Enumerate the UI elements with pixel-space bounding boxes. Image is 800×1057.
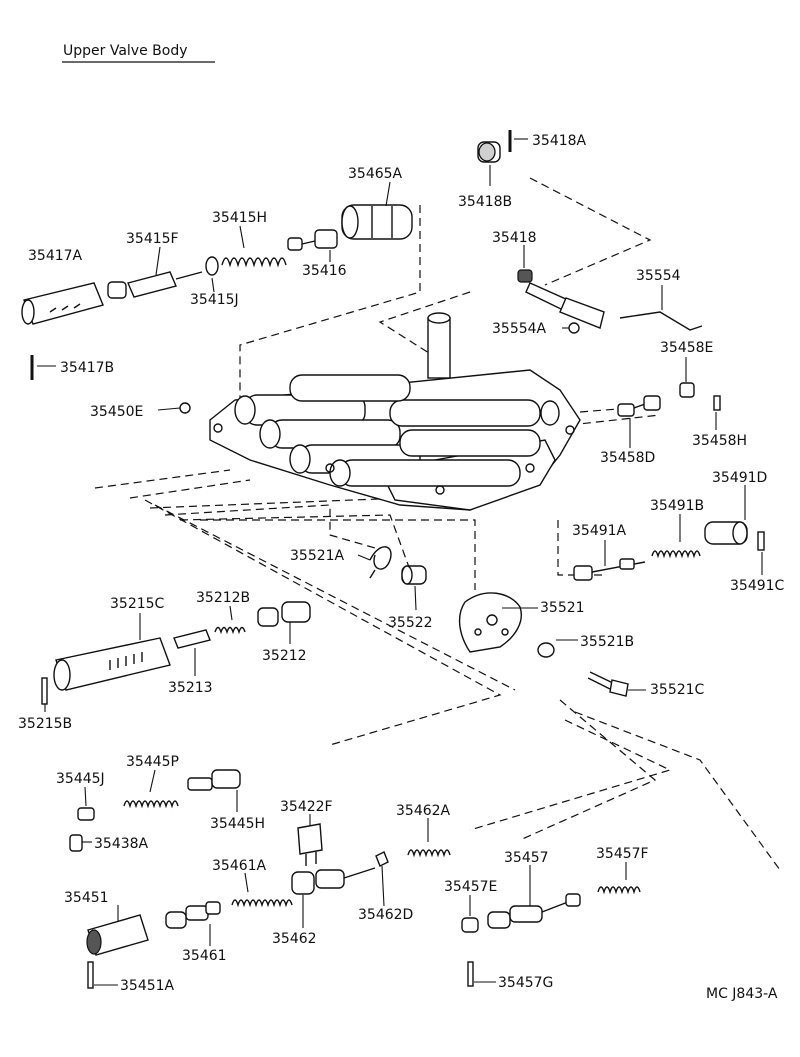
label-35521B: 35521B bbox=[580, 634, 634, 650]
label-35415H: 35415H bbox=[212, 210, 267, 226]
part-35491B-spring bbox=[651, 550, 701, 559]
part-35462-valve bbox=[315, 867, 376, 889]
label-35445J: 35445J bbox=[56, 771, 105, 787]
part-35457E-plug bbox=[461, 917, 479, 933]
part-35450E-ball bbox=[179, 402, 191, 414]
diagram-title: Upper Valve Body bbox=[63, 43, 188, 59]
label-35415J: 35415J bbox=[190, 292, 239, 308]
part-35462D-clip bbox=[375, 851, 389, 867]
part-35491A-valve bbox=[573, 558, 646, 581]
label-35462: 35462 bbox=[272, 931, 317, 947]
part-35458D-valve bbox=[617, 395, 661, 417]
label-35521C: 35521C bbox=[650, 682, 705, 698]
label-35491C: 35491C bbox=[730, 578, 785, 594]
part-35521-cam bbox=[458, 592, 522, 653]
label-35422F: 35422F bbox=[280, 799, 333, 815]
part-35451A-pin bbox=[87, 961, 94, 989]
part-35457-valve bbox=[487, 893, 581, 929]
label-35416: 35416 bbox=[302, 263, 347, 279]
part-35445P-spring bbox=[123, 800, 179, 809]
leader-lines bbox=[37, 138, 763, 986]
label-35461: 35461 bbox=[182, 948, 227, 964]
part-35438A-plug bbox=[69, 834, 83, 852]
part-35422F-clip bbox=[297, 823, 323, 866]
part-35491C-pin bbox=[757, 531, 765, 551]
part-35521B-washer bbox=[537, 642, 555, 658]
label-35450E: 35450E bbox=[90, 404, 143, 420]
part-35445J-plug bbox=[77, 807, 95, 821]
label-35215B: 35215B bbox=[18, 716, 72, 732]
part-35415J-washer bbox=[205, 256, 219, 276]
label-35438A: 35438A bbox=[94, 836, 149, 852]
label-35457F: 35457F bbox=[596, 846, 649, 862]
part-35521C-bolt bbox=[587, 671, 629, 697]
part-35462A-spring bbox=[407, 849, 451, 858]
label-35521A: 35521A bbox=[290, 548, 345, 564]
part-35416-valve bbox=[287, 229, 338, 251]
label-35458E: 35458E bbox=[660, 340, 713, 356]
part-35457F-spring bbox=[597, 886, 641, 895]
part-35415F-plug bbox=[107, 271, 203, 299]
label-35445P: 35445P bbox=[126, 754, 179, 770]
label-35521: 35521 bbox=[540, 600, 585, 616]
diagram-code: MC J843-A bbox=[706, 986, 778, 1002]
label-35522: 35522 bbox=[388, 615, 433, 631]
label-35461A: 35461A bbox=[212, 858, 267, 874]
part-35457G-pin bbox=[467, 961, 474, 987]
label-35417A: 35417A bbox=[28, 248, 83, 264]
label-35451: 35451 bbox=[64, 890, 109, 906]
part-35554-rod bbox=[619, 311, 703, 331]
label-35212B: 35212B bbox=[196, 590, 250, 606]
label-35418A: 35418A bbox=[532, 133, 587, 149]
part-35212-valve bbox=[257, 601, 311, 627]
upper-valve-body bbox=[209, 312, 581, 511]
label-35458H: 35458H bbox=[692, 433, 747, 449]
label-35458D: 35458D bbox=[600, 450, 655, 466]
label-35457E: 35457E bbox=[444, 879, 497, 895]
part-35521A-spring bbox=[369, 546, 392, 579]
part-35491D-plug bbox=[704, 521, 748, 545]
label-35451A: 35451A bbox=[120, 978, 175, 994]
part-35212B-spring bbox=[214, 626, 246, 635]
label-35491A: 35491A bbox=[572, 523, 627, 539]
part-35522-plug bbox=[401, 565, 427, 585]
part-35458E-plug bbox=[679, 382, 695, 398]
part-35462-plug bbox=[291, 871, 315, 895]
part-35415H-spring bbox=[221, 257, 287, 268]
label-35215C: 35215C bbox=[110, 596, 165, 612]
part-35215B-pin bbox=[41, 677, 48, 705]
label-35554: 35554 bbox=[636, 268, 681, 284]
label-35554A: 35554A bbox=[492, 321, 547, 337]
part-35465A-valve bbox=[341, 204, 413, 240]
label-35418: 35418 bbox=[492, 230, 537, 246]
part-35213-plug bbox=[173, 629, 211, 649]
part-35417A-sleeve bbox=[21, 282, 104, 325]
part-35215C-sleeve bbox=[53, 637, 171, 691]
part-35445H-valve bbox=[187, 769, 241, 791]
label-35417B: 35417B bbox=[60, 360, 114, 376]
part-labels: 35418A 35418B 35465A 35415H 35415F 35417… bbox=[18, 133, 785, 1002]
label-35491B: 35491B bbox=[650, 498, 704, 514]
label-35415F: 35415F bbox=[126, 231, 179, 247]
part-35461A-spring bbox=[231, 899, 293, 908]
part-35461-valve bbox=[165, 901, 221, 929]
label-35457G: 35457G bbox=[498, 975, 553, 991]
label-35213: 35213 bbox=[168, 680, 213, 696]
label-35457: 35457 bbox=[504, 850, 549, 866]
label-35462D: 35462D bbox=[358, 907, 413, 923]
label-35445H: 35445H bbox=[210, 816, 265, 832]
label-35212: 35212 bbox=[262, 648, 307, 664]
label-35462A: 35462A bbox=[396, 803, 451, 819]
part-35418-detent bbox=[517, 269, 605, 329]
part-35458H-pin bbox=[713, 395, 721, 411]
part-35451-sleeve bbox=[86, 914, 149, 956]
label-35418B: 35418B bbox=[458, 194, 512, 210]
part-35554A-clip bbox=[568, 322, 580, 334]
part-35418B-plug bbox=[477, 141, 501, 163]
label-35491D: 35491D bbox=[712, 470, 767, 486]
label-35465A: 35465A bbox=[348, 166, 403, 182]
